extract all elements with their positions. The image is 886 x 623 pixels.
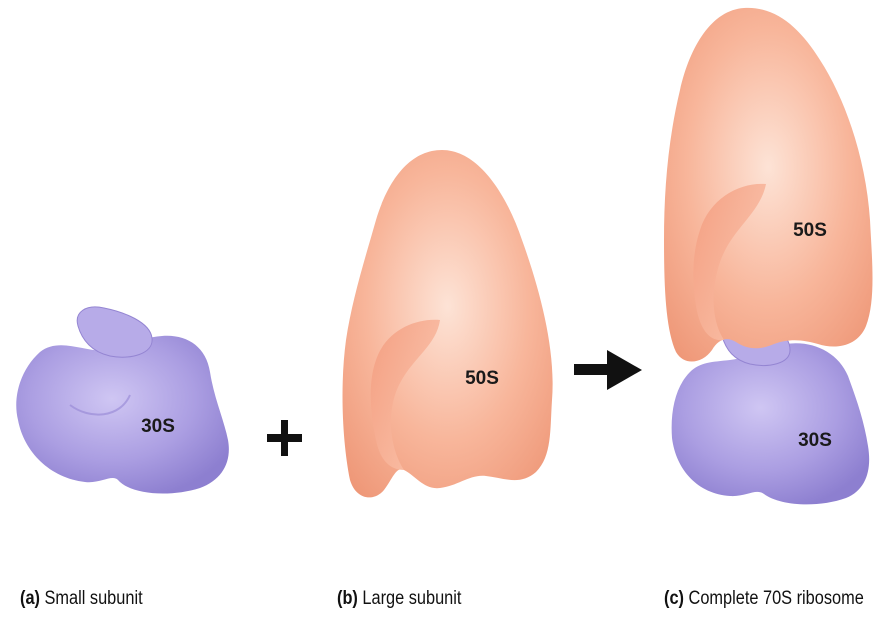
caption-text-b: Large subunit [362, 588, 461, 609]
caption-letter-a: (a) [20, 588, 40, 609]
caption-letter-b: (b) [337, 588, 358, 609]
large-subunit-50s: 50S [343, 150, 553, 497]
caption-text-c: Complete 70S ribosome [689, 588, 864, 609]
plus-icon [267, 420, 302, 456]
caption-small-subunit: (a) Small subunit [20, 588, 143, 610]
right-arrow-icon [574, 350, 642, 390]
large-subunit-label: 50S [465, 368, 499, 389]
small-subunit-label: 30S [141, 416, 175, 437]
complete-large-label: 50S [793, 220, 827, 241]
caption-large-subunit: (b) Large subunit [337, 588, 461, 610]
caption-text-a: Small subunit [45, 588, 143, 609]
small-subunit-30s: 30S [16, 307, 229, 494]
caption-letter-c: (c) [664, 588, 684, 609]
complete-small-label: 30S [798, 430, 832, 451]
complete-70s-ribosome: 50S 30S [664, 8, 873, 505]
caption-complete-ribosome: (c) Complete 70S ribosome [664, 588, 864, 610]
